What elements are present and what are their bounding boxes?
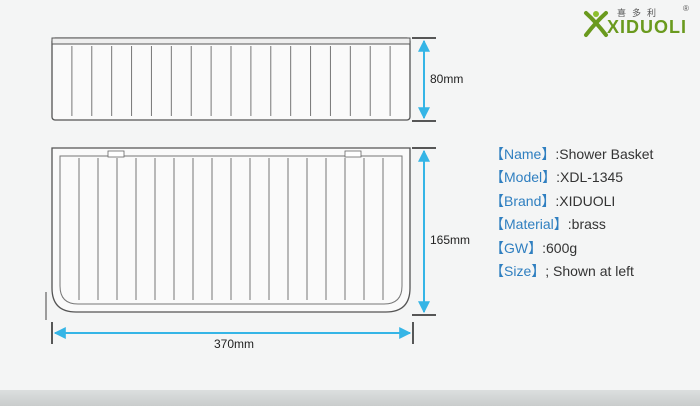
spec-key: Name [504, 146, 542, 162]
bracket-open: 【 [490, 192, 504, 209]
spec-list: 【Name】:Shower Basket【Model】:XDL-1345【Bra… [490, 144, 653, 284]
bracket-close: 】 [528, 239, 543, 256]
bottom-bar [0, 390, 700, 406]
spec-value: :XIDUOLI [555, 192, 616, 209]
spec-key: Material [504, 216, 554, 233]
height-label-side: 165mm [430, 233, 471, 247]
spec-row: 【Brand】:XIDUOLI [490, 191, 653, 214]
logo-chinese-text: 喜多利 [617, 9, 663, 19]
bracket-close: 】 [553, 216, 568, 233]
spec-value: :brass [567, 216, 606, 233]
basket-side-view [45, 147, 411, 320]
height-label-front: 80mm [430, 72, 464, 86]
spec-key: Model [504, 169, 543, 186]
bracket-close: 】 [541, 192, 556, 209]
bracket-close: 】 [541, 146, 556, 162]
registered-mark: ® [683, 4, 689, 13]
spec-value: :600g [542, 239, 578, 256]
spec-row: 【Material】:brass [490, 214, 653, 237]
bracket-close: 】 [542, 169, 557, 186]
bracket-open: 【 [490, 239, 504, 256]
spec-key: Brand [504, 192, 542, 209]
spec-value: :Shower Basket [555, 146, 654, 162]
spec-value: ; Shown at left [545, 262, 634, 279]
dimension-lines [51, 37, 436, 344]
brand-logo: 喜多利 XIDUOLI ® [583, 4, 693, 40]
spec-row: 【Size】; Shown at left [490, 261, 653, 284]
bracket-open: 【 [490, 169, 504, 186]
bracket-open: 【 [490, 262, 504, 279]
width-label: 370mm [214, 337, 255, 351]
bracket-close: 】 [531, 262, 546, 279]
spec-row: 【Model】:XDL-1345 [490, 167, 653, 190]
spec-row: 【Name】:Shower Basket [490, 144, 653, 167]
bracket-open: 【 [490, 216, 504, 233]
spec-value: :XDL-1345 [556, 169, 624, 186]
basket-front-view [51, 37, 411, 121]
spec-row: 【GW】:600g [490, 238, 653, 261]
bracket-open: 【 [490, 146, 504, 162]
logo-brand-text: XIDUOLI [607, 17, 688, 37]
spec-key: Size [504, 262, 532, 279]
spec-key: GW [504, 239, 529, 256]
xiduoli-logo-icon [584, 11, 608, 37]
